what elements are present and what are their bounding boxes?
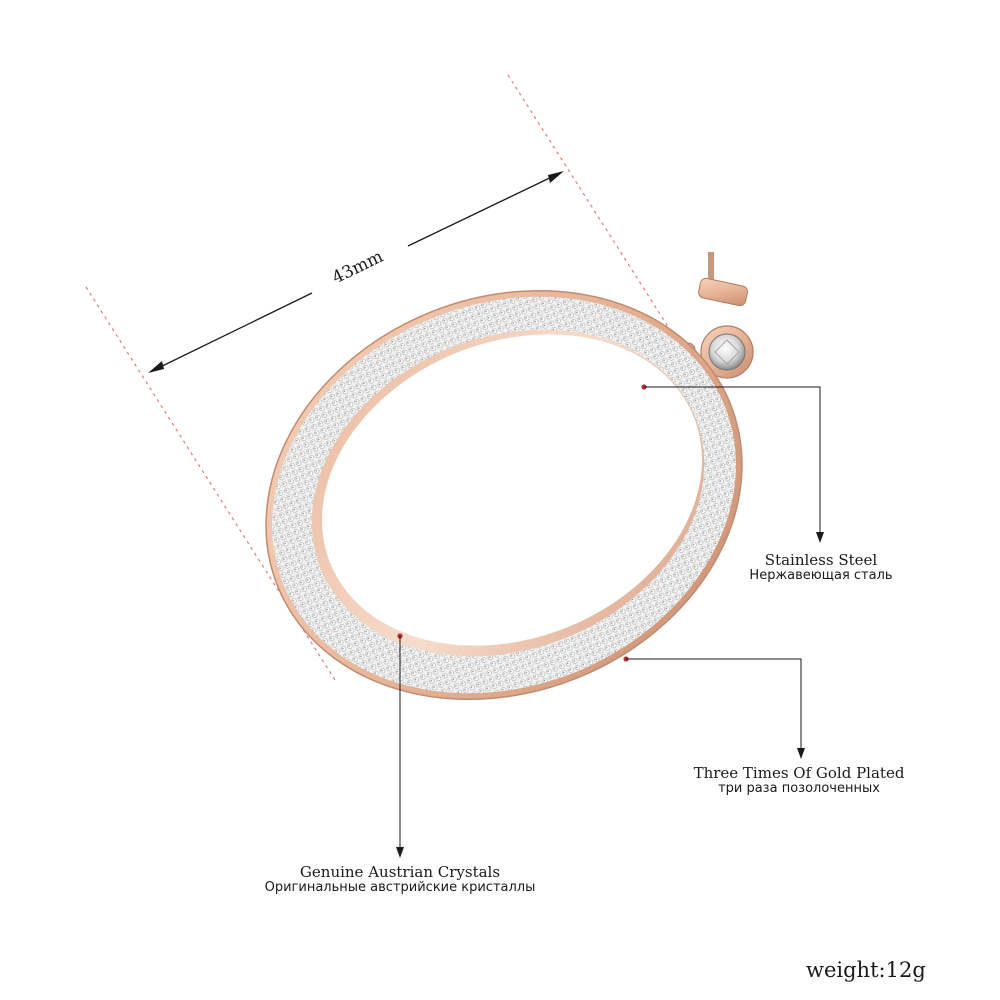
- callout-steel-ru: Нержавеющая сталь: [749, 568, 893, 584]
- callout-crystal-en: Genuine Austrian Crystals: [299, 863, 501, 881]
- callout-gold-en: Three Times Of Gold Plated: [693, 764, 905, 782]
- leader-gold: [623, 656, 805, 759]
- callout-gold-ru: три раза позолоченных: [718, 781, 880, 797]
- dimension-label: 43mm: [329, 247, 386, 289]
- leader-steel: [641, 384, 824, 543]
- callout-stainless-steel: Stainless Steel Нержавеющая сталь: [741, 551, 901, 584]
- callout-steel-en: Stainless Steel: [764, 551, 878, 569]
- stud-gem-icon: [708, 333, 746, 371]
- callout-austrian-crystals: Genuine Austrian Crystals Оригинальные а…: [250, 863, 550, 896]
- weight-label: weight:12g: [806, 958, 926, 982]
- callout-crystal-ru: Оригинальные австрийские кристаллы: [264, 880, 536, 896]
- leader-crystal: [396, 633, 404, 858]
- callout-gold-plated: Three Times Of Gold Plated три раза позо…: [684, 764, 914, 797]
- crystal-hoop: [265, 290, 743, 700]
